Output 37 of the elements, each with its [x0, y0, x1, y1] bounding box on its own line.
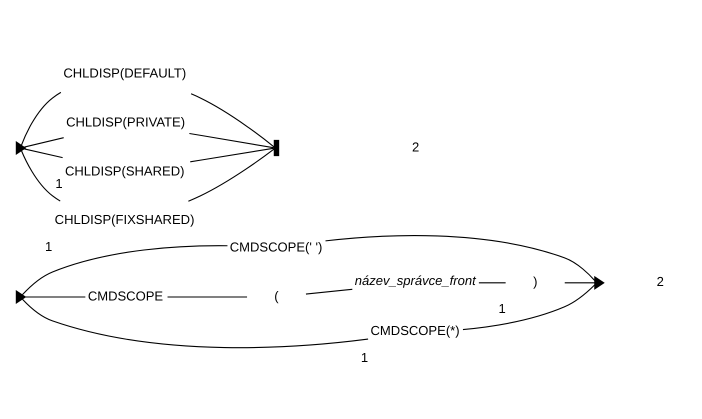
connector [24, 296, 85, 298]
connector [22, 298, 368, 348]
node-label: 1 [360, 349, 368, 364]
connector [462, 284, 594, 330]
node-text: ) [532, 274, 537, 289]
connector [190, 92, 274, 147]
connector [20, 150, 60, 202]
node-text: CHLDISP(FIXSHARED) [54, 212, 194, 227]
connector [24, 136, 64, 148]
node-triangle [15, 140, 26, 155]
node-text: název_správce_front [354, 272, 476, 288]
connector [167, 296, 247, 298]
node-text: ( [274, 288, 278, 303]
connector [22, 244, 227, 295]
connector [305, 288, 352, 294]
connector [20, 91, 61, 145]
connector [188, 132, 274, 148]
node-triangle [594, 275, 604, 290]
node-label: 1 [54, 175, 62, 190]
connector [324, 234, 595, 280]
connector [190, 147, 274, 162]
node-text: CHLDISP(DEFAULT) [62, 64, 186, 80]
node-text: CMDSCOPE [87, 288, 163, 303]
node-label: 1 [44, 238, 52, 254]
node-text: CHLDISP(PRIVATE) [66, 114, 185, 129]
node-text: CMDSCOPE(*) [370, 322, 460, 338]
connector [478, 282, 506, 283]
node-label: 1 [498, 300, 506, 316]
label: 2 [656, 274, 664, 289]
connector [564, 282, 594, 283]
connector [188, 148, 274, 202]
label: 2 [412, 138, 419, 154]
node-text: CMDSCOPE(' ') [229, 238, 322, 254]
node-triangle [15, 290, 26, 304]
node-text: CHLDISP(SHARED) [64, 162, 184, 178]
connector [24, 148, 62, 158]
node-bar [273, 139, 279, 156]
